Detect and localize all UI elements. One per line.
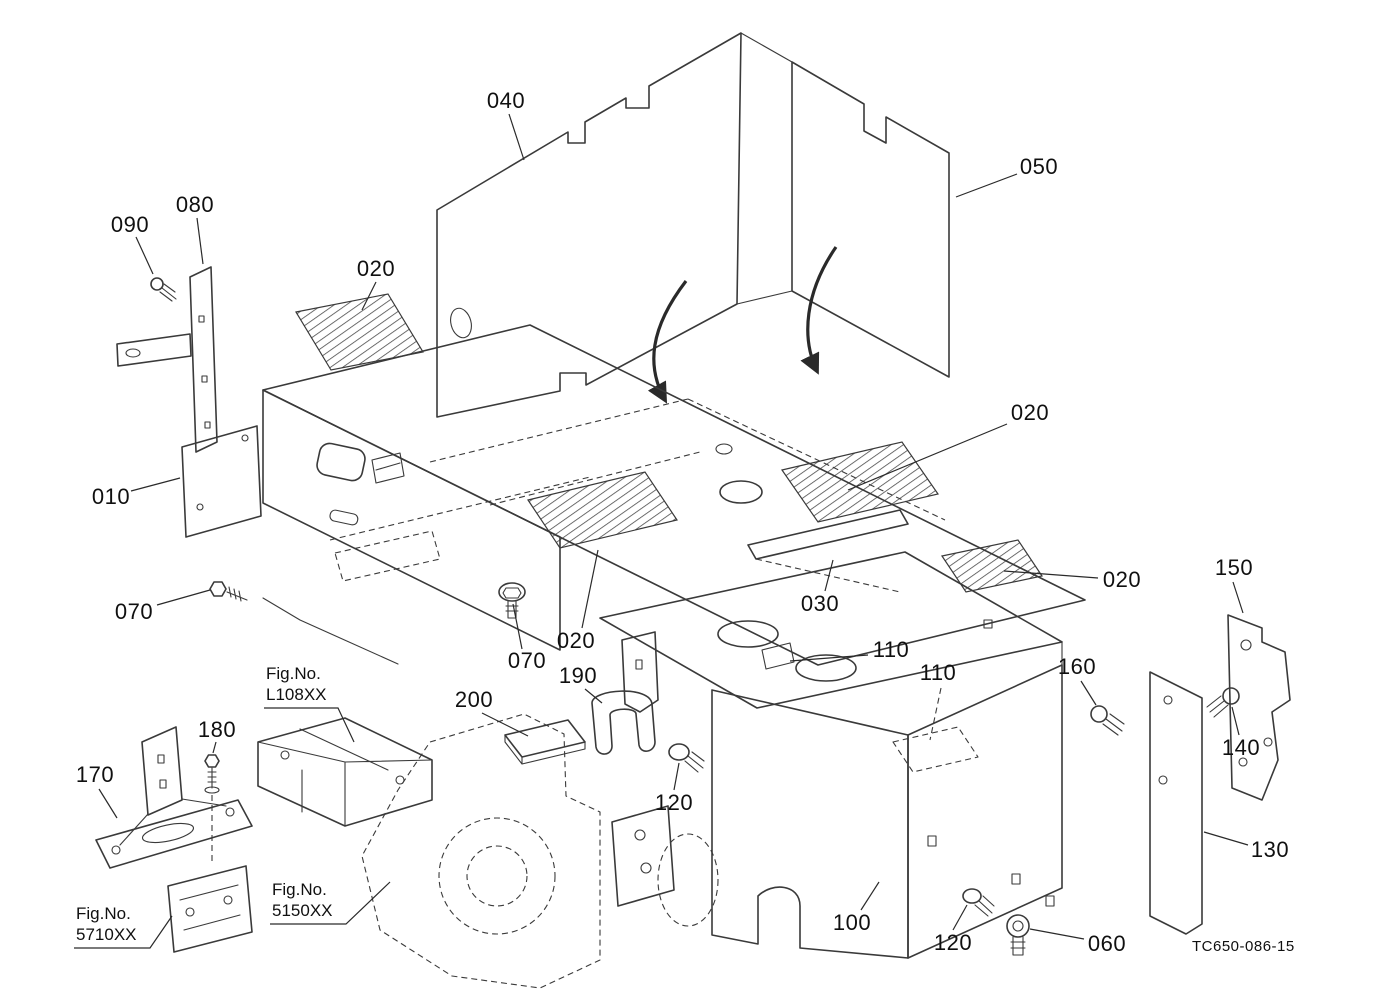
fig-ref-code: L108XX bbox=[266, 685, 327, 705]
leader-lines bbox=[74, 113, 1249, 949]
callout-040: 040 bbox=[486, 88, 526, 113]
callout-020-b: 020 bbox=[1010, 400, 1050, 425]
fig-ref-label: Fig.No. bbox=[266, 664, 321, 683]
engine-block-reference bbox=[361, 713, 719, 989]
plate-010 bbox=[181, 425, 262, 538]
strip-030 bbox=[747, 509, 909, 560]
fig-ref-l108xx: Fig.No. L108XX bbox=[266, 663, 327, 706]
callout-030: 030 bbox=[800, 591, 840, 616]
drawing-number: TC650-086-15 bbox=[1192, 938, 1295, 955]
fig-ref-code: 5150XX bbox=[272, 901, 333, 921]
bolt-060 bbox=[1006, 914, 1030, 956]
callout-070-a: 070 bbox=[114, 599, 154, 624]
main-deck bbox=[262, 324, 1086, 670]
bolt-070-left bbox=[209, 581, 248, 602]
bracket-5710 bbox=[167, 865, 253, 953]
bolt-070-center bbox=[498, 582, 526, 619]
insulation-pad-020-top-left bbox=[295, 293, 424, 371]
cover-100 bbox=[599, 551, 1063, 959]
screw-140 bbox=[1206, 687, 1240, 718]
callout-090: 090 bbox=[110, 212, 150, 237]
bracket-080 bbox=[116, 266, 218, 453]
insulation-pad-020-right-lower bbox=[941, 539, 1043, 593]
plate-150 bbox=[1227, 614, 1291, 801]
callout-120-b: 120 bbox=[933, 930, 973, 955]
panel-050 bbox=[791, 61, 950, 378]
callout-110-b: 110 bbox=[919, 660, 957, 685]
callout-160: 160 bbox=[1057, 654, 1097, 679]
callout-200: 200 bbox=[454, 687, 494, 712]
bolt-120-left bbox=[668, 743, 705, 773]
callout-050: 050 bbox=[1019, 154, 1059, 179]
callout-110-a: 110 bbox=[872, 637, 910, 662]
bolt-120-bottom bbox=[962, 888, 995, 917]
screw-090 bbox=[150, 277, 177, 302]
insulation-pad-020-right bbox=[781, 441, 939, 523]
callout-020-d: 020 bbox=[556, 628, 596, 653]
bracket-l108 bbox=[257, 717, 433, 827]
fig-ref-label: Fig.No. bbox=[76, 904, 131, 923]
callout-100: 100 bbox=[832, 910, 872, 935]
callout-120-a: 120 bbox=[654, 790, 694, 815]
fig-ref-label: Fig.No. bbox=[272, 880, 327, 899]
plate-130 bbox=[1149, 671, 1203, 935]
fold-arrow-icons bbox=[647, 246, 838, 404]
callout-060: 060 bbox=[1087, 931, 1127, 956]
pad-200 bbox=[504, 719, 586, 765]
callout-130: 130 bbox=[1250, 837, 1290, 862]
screw-160 bbox=[1090, 705, 1125, 736]
bolt-180 bbox=[204, 754, 220, 862]
fig-ref-code: 5710XX bbox=[76, 925, 137, 945]
fig-ref-5710xx: Fig.No. 5710XX bbox=[76, 903, 137, 946]
callout-190: 190 bbox=[558, 663, 598, 688]
callout-170: 170 bbox=[75, 762, 115, 787]
callout-140: 140 bbox=[1221, 735, 1261, 760]
panel-040 bbox=[436, 32, 793, 418]
callout-180: 180 bbox=[197, 717, 237, 742]
callout-080: 080 bbox=[175, 192, 215, 217]
fig-ref-5150xx: Fig.No. 5150XX bbox=[272, 879, 333, 922]
callout-150: 150 bbox=[1214, 555, 1254, 580]
bracket-170 bbox=[95, 726, 253, 869]
callout-010: 010 bbox=[91, 484, 131, 509]
callout-070-b: 070 bbox=[507, 648, 547, 673]
callout-020-a: 020 bbox=[356, 256, 396, 281]
clamp-190 bbox=[591, 690, 656, 755]
callout-020-c: 020 bbox=[1102, 567, 1142, 592]
insulation-pad-020-center bbox=[527, 471, 678, 549]
